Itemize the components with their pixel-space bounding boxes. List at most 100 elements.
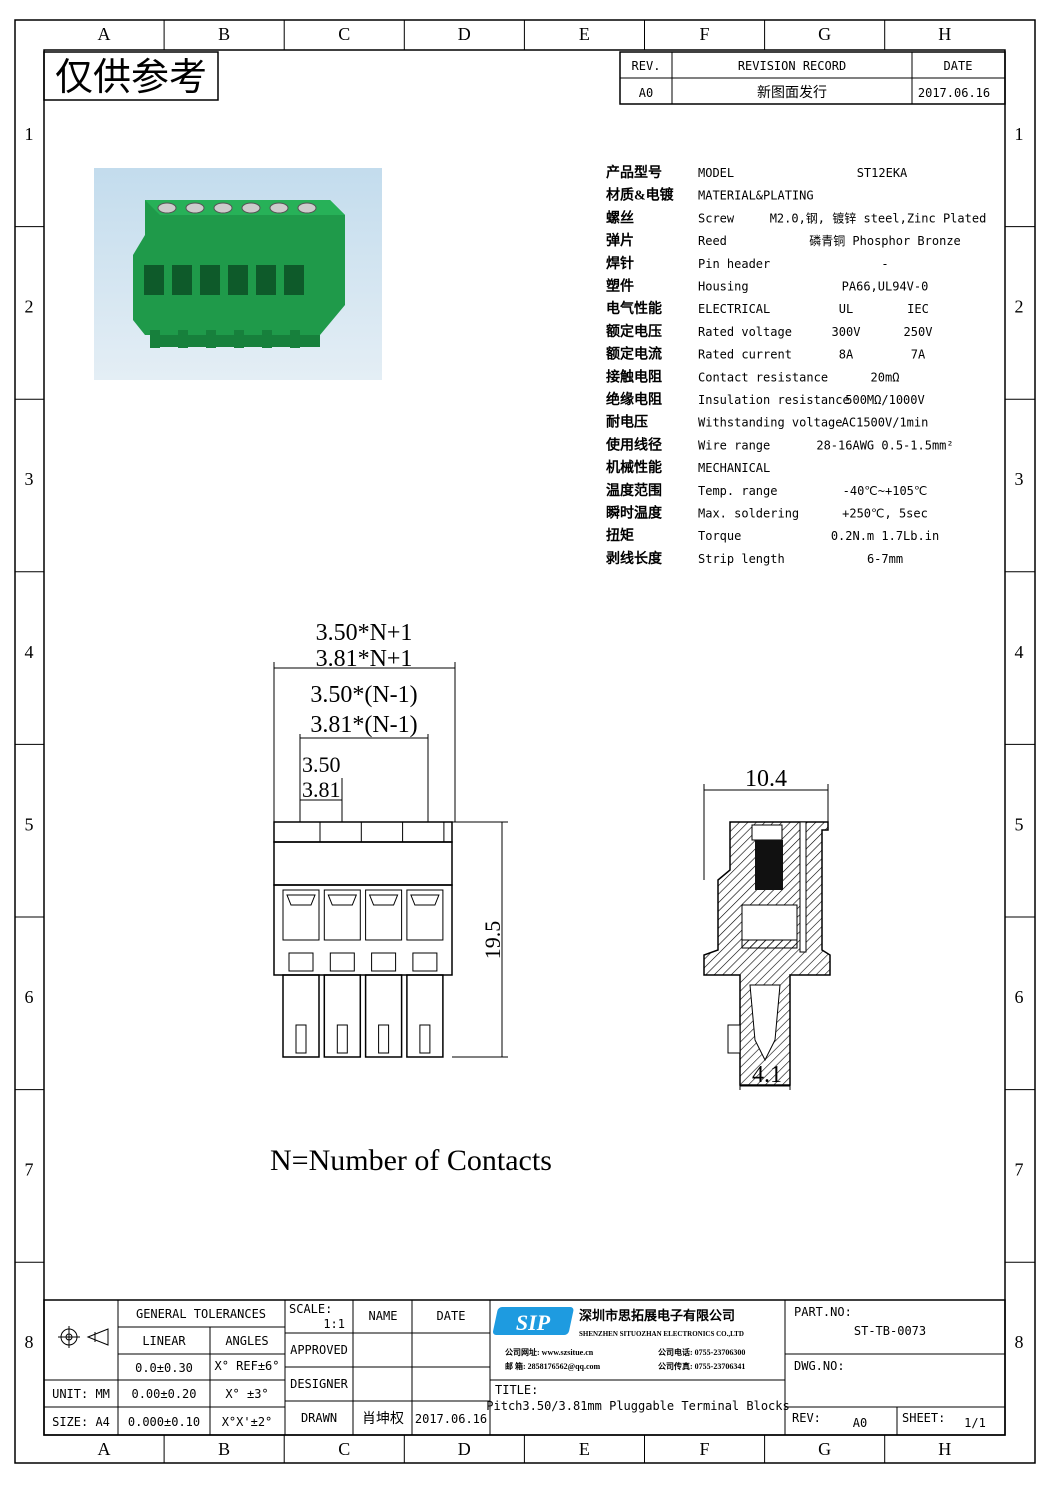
row-label: 3 [25, 469, 34, 489]
spec-label-en: Rated voltage [698, 325, 792, 339]
dim-total-350: 3.50*N+1 [316, 620, 413, 646]
side-view: 10.4 4.1 [703, 766, 831, 1090]
spec-value: ST12EKA [857, 166, 908, 180]
column-label: E [579, 1439, 590, 1459]
spec-label-cn: 温度范围 [606, 482, 662, 499]
spec-value: AC1500V/1min [842, 416, 929, 430]
front-view: 3.50*N+1 3.81*N+1 3.50*(N-1) 3.81*(N-1) … [273, 620, 508, 1058]
row-label: 3 [1015, 469, 1024, 489]
projection-symbol-icon [58, 1326, 109, 1348]
row-label: 6 [1015, 987, 1024, 1007]
linear-label: LINEAR [142, 1334, 186, 1348]
spec-label-cn: 扭矩 [606, 527, 634, 544]
stamp-text: 仅供参考 [55, 57, 207, 99]
spec-label-cn: 产品型号 [606, 164, 662, 181]
drawn-date: 2017.06.16 [415, 1412, 487, 1426]
spec-label-cn: 材质&电镀 [606, 187, 675, 204]
row-label: 4 [25, 642, 34, 662]
sheet-value: 1/1 [964, 1416, 986, 1430]
dim-pin-width: 4.1 [752, 1062, 782, 1088]
spec-value: +250℃, 5sec [842, 507, 928, 521]
company-logo: SIP [492, 1307, 574, 1335]
spec-value: 500MΩ/1000V [845, 393, 924, 407]
spec-value-ul: UL [839, 302, 853, 316]
column-label: F [699, 1439, 709, 1459]
scale-value: 1:1 [323, 1317, 345, 1331]
contacts-note: N=Number of Contacts [270, 1144, 552, 1177]
row-label: 1 [1015, 124, 1024, 144]
spec-label-cn: 电气性能 [606, 300, 662, 317]
spec-label-cn: 焊针 [606, 255, 634, 272]
column-label: H [938, 1439, 951, 1459]
spec-label-cn: 塑件 [606, 278, 634, 295]
designer-label: DESIGNER [290, 1377, 349, 1391]
column-label: G [818, 24, 831, 44]
spec-label-en: ELECTRICAL [698, 302, 770, 316]
angle-tol-3: X°X'±2° [222, 1415, 273, 1429]
spec-value-iec: 250V [904, 325, 933, 339]
company-fax: 公司传真: 0755-23706341 [658, 1361, 745, 1371]
column-label: B [218, 24, 230, 44]
rev-header: REV. [632, 59, 661, 73]
size-label: SIZE: A4 [52, 1415, 110, 1429]
spec-label-en: Rated current [698, 348, 792, 362]
spec-value: 28-16AWG 0.5-1.5mm² [816, 438, 953, 452]
date-header: DATE [944, 59, 973, 73]
row-label: 2 [1015, 297, 1024, 317]
spec-label-cn: 瞬时温度 [606, 505, 663, 522]
spec-label-cn: 剥线长度 [606, 550, 663, 567]
spec-row: 使用线径 Wire range 28-16AWG 0.5-1.5mm² [605, 436, 954, 453]
column-label: F [699, 24, 709, 44]
spec-label-cn: 螺丝 [606, 209, 634, 226]
column-label: A [98, 24, 111, 44]
pitch-350: 3.50 [302, 752, 341, 777]
column-label: A [98, 1439, 111, 1459]
record-header: REVISION RECORD [738, 59, 846, 73]
column-label: C [338, 1439, 350, 1459]
logo-text: SIP [516, 1310, 551, 1335]
scale-label: SCALE: [289, 1302, 332, 1316]
column-label: G [818, 1439, 831, 1459]
spec-label-cn: 使用线径 [605, 436, 662, 453]
column-label: H [938, 24, 951, 44]
row-label: 8 [1015, 1332, 1024, 1352]
date-value: 2017.06.16 [918, 86, 990, 100]
spec-value-iec: 7A [911, 348, 926, 362]
spec-label-en: Pin header [698, 257, 770, 271]
spec-label-en: MECHANICAL [698, 461, 770, 475]
spec-label-en: Wire range [698, 438, 770, 452]
spec-value-ul: 300V [832, 325, 861, 339]
spec-value: -40℃~+105℃ [843, 484, 928, 498]
spec-row: 温度范围 Temp. range -40℃~+105℃ [606, 482, 927, 499]
row-label: 8 [25, 1332, 34, 1352]
angles-label: ANGLES [225, 1334, 268, 1348]
part-no-label: PART.NO: [794, 1305, 852, 1319]
row-label: 4 [1015, 642, 1024, 662]
column-label: B [218, 1439, 230, 1459]
spec-label-en: MATERIAL&PLATING [698, 189, 814, 203]
spec-label-en: Withstanding voltage [698, 416, 843, 430]
spec-value: 6-7mm [867, 552, 903, 566]
spec-label-en: Screw [698, 211, 735, 225]
revision-table: REV. REVISION RECORD DATE A0 新图面发行 2017.… [619, 51, 1006, 105]
company-phone: 公司电话: 0755-23706300 [658, 1347, 745, 1357]
approved-label: APPROVED [290, 1343, 348, 1357]
row-label: 7 [1015, 1160, 1024, 1180]
rev-value: A0 [639, 86, 653, 100]
product-photo [94, 168, 382, 380]
sheet-label: SHEET: [902, 1411, 945, 1425]
linear-tol-3: 0.000±0.10 [128, 1415, 200, 1429]
spec-label-en: Temp. range [698, 484, 777, 498]
rev-value: A0 [853, 1416, 867, 1430]
spec-label-cn: 绝缘电阻 [606, 391, 662, 408]
company-email: 邮 箱: 2858176562@qq.com [505, 1361, 601, 1371]
